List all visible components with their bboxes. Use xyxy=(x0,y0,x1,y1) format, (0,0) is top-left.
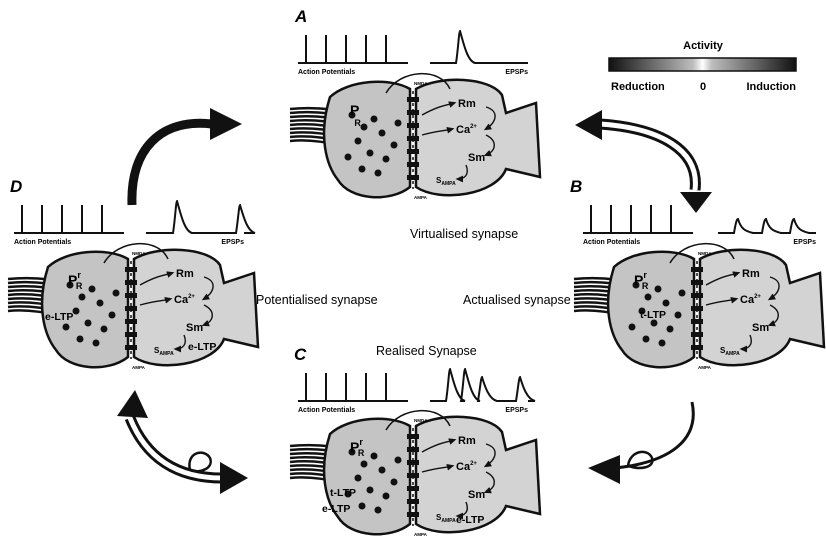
presynaptic-terminal xyxy=(324,82,410,198)
action-potentials-label: Action Potentials xyxy=(298,69,355,76)
action-potential-trace xyxy=(298,35,408,63)
arrow-d-to-c xyxy=(117,390,248,494)
arrow-d-to-a xyxy=(132,123,212,205)
ltp-label: t-LTP xyxy=(330,487,356,499)
ltp-label: e-LTP xyxy=(45,311,73,323)
nmda-receptor-label: NMDA xyxy=(414,81,428,86)
legend-induction: Induction xyxy=(747,81,797,93)
action-potential-trace xyxy=(583,205,693,233)
action-potentials-label: Action Potentials xyxy=(14,239,71,246)
sm-label: Sm xyxy=(468,152,485,164)
sm-label: Sm xyxy=(186,322,203,334)
ampa-receptor-label: AMPA xyxy=(414,532,428,537)
action-potentials-label: Action Potentials xyxy=(298,407,355,414)
ltp-label: t-LTP xyxy=(640,309,666,321)
panel-b-actualised: BAction PotentialsEPSPsPrRNMDAAMPARmCa2+… xyxy=(463,177,824,370)
epsp-trace xyxy=(146,201,255,233)
action-potential-trace xyxy=(298,373,408,401)
legend-title: Activity xyxy=(683,40,724,52)
epsps-label: EPSPs xyxy=(793,239,816,246)
epsps-label: EPSPs xyxy=(505,69,528,76)
ltp-label: e-LTP xyxy=(456,514,484,526)
rm-label: Rm xyxy=(176,268,194,280)
ampa-receptor-label: AMPA xyxy=(132,365,146,370)
arrow-d-to-c-head-up xyxy=(117,390,148,418)
arrow-a-to-b-head-left xyxy=(575,110,602,140)
rm-label: Rm xyxy=(458,435,476,447)
legend-reduction: Reduction xyxy=(611,81,665,93)
sm-label: Sm xyxy=(752,322,769,334)
rm-label: Rm xyxy=(742,268,760,280)
arrow-b-to-c-head xyxy=(588,455,620,484)
ampa-receptor-label: AMPA xyxy=(414,195,428,200)
state-caption: Potentialised synapse xyxy=(256,293,378,307)
arrow-d-to-c-head-right xyxy=(220,462,248,494)
ltp-label: e-LTP xyxy=(188,341,216,353)
arrow-b-to-c xyxy=(588,402,693,484)
action-potentials-label: Action Potentials xyxy=(583,239,640,246)
arrow-a-to-b-head-down xyxy=(680,192,712,213)
epsp-trace xyxy=(718,219,816,233)
presynaptic-terminal xyxy=(42,252,128,368)
loop-icon xyxy=(189,453,210,472)
postsynaptic-spine xyxy=(700,250,824,365)
panel-letter: D xyxy=(10,177,22,196)
state-caption: Realised Synapse xyxy=(376,344,477,358)
state-caption: Actualised synapse xyxy=(463,293,571,307)
arrow-d-to-a-head xyxy=(210,108,242,140)
postsynaptic-spine xyxy=(416,80,540,195)
activity-gradient-bar xyxy=(609,58,796,71)
epsp-trace xyxy=(430,369,535,401)
panel-letter: B xyxy=(570,177,582,196)
legend-zero: 0 xyxy=(700,81,706,93)
state-caption: Virtualised synapse xyxy=(410,227,518,241)
nmda-receptor-label: NMDA xyxy=(414,418,428,423)
rm-label: Rm xyxy=(458,98,476,110)
ltp-label: e-LTP xyxy=(322,503,350,515)
nmda-receptor-label: NMDA xyxy=(698,251,712,256)
panel-letter: C xyxy=(294,345,307,364)
nmda-receptor-label: NMDA xyxy=(132,251,146,256)
action-potential-trace xyxy=(14,205,124,233)
epsps-label: EPSPs xyxy=(221,239,244,246)
panel-letter: A xyxy=(294,7,307,26)
ampa-receptor-label: AMPA xyxy=(698,365,712,370)
epsps-label: EPSPs xyxy=(505,407,528,414)
arrow-a-to-b xyxy=(575,110,712,213)
presynaptic-terminal xyxy=(324,419,410,535)
epsp-trace xyxy=(430,31,528,63)
activity-legend: Activity Reduction 0 Induction xyxy=(609,40,796,93)
sm-label: Sm xyxy=(468,489,485,501)
